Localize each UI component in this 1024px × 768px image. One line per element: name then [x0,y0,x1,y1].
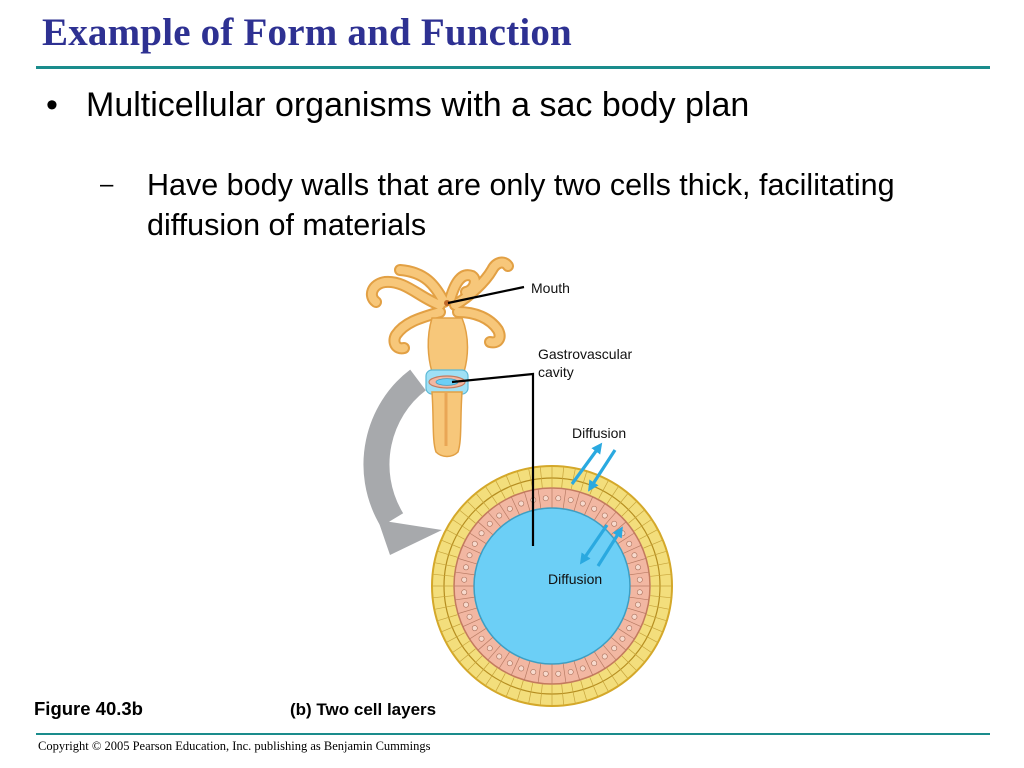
gastrovascular-cavity-label: Gastrovascular cavity [538,346,633,380]
transition-arrow [363,369,442,555]
diffusion-arrows [570,442,623,567]
title-divider [36,66,990,69]
main-bullet: • Multicellular organisms with a sac bod… [46,86,749,125]
diffusion-inner-label: Diffusion [548,571,603,587]
sub-bullet-marker: – [100,171,114,198]
leader-lines [447,285,535,546]
diffusion-outer-label: Diffusion [572,425,627,441]
figure-number: Figure 40.3b [34,698,143,719]
mouth-label: Mouth [531,280,570,296]
copyright-notice: Copyright © 2005 Pearson Education, Inc.… [38,739,431,753]
sub-bullet-text: Have body walls that are only two cells … [147,168,895,242]
footer-divider [36,733,990,735]
figure-caption: (b) Two cell layers [290,700,437,719]
sub-bullet: – Have body walls that are only two cell… [100,165,907,245]
bullet-marker: • [46,86,58,124]
main-bullet-text: Multicellular organisms with a sac body … [86,86,750,124]
hydra-illustration [365,256,514,458]
slide-title: Example of Form and Function [42,11,572,54]
